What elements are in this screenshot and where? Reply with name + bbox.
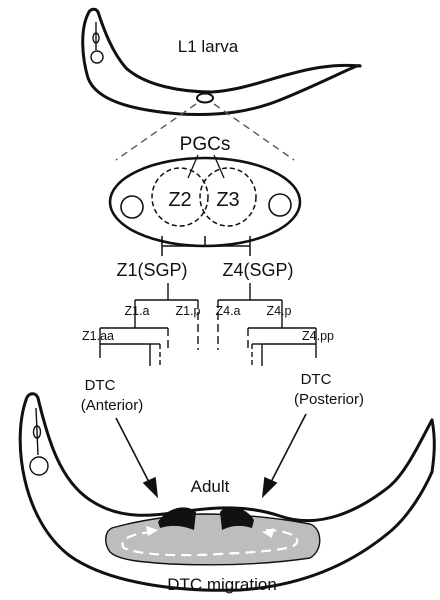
z1-lineage-lines — [100, 283, 198, 366]
z4-lineage-lines — [218, 283, 316, 366]
larva-gonad-primordium — [197, 94, 213, 103]
larva-head — [88, 9, 98, 14]
adult-pharynx — [30, 408, 48, 475]
larva-tail — [352, 66, 360, 68]
anterior-arrowhead — [144, 478, 157, 496]
dtc-posterior-label-line1: DTC — [301, 371, 332, 388]
dtc-posterior-label-line2: (Posterior) — [294, 391, 364, 408]
z3-label: Z3 — [216, 189, 239, 211]
z1aa-label: Z1.aa — [82, 329, 114, 343]
z4p-label: Z4.p — [266, 304, 291, 318]
dtc-migration-label: DTC migration — [167, 575, 277, 594]
larva-pharynx — [91, 22, 103, 63]
z4pp-label: Z4.pp — [302, 329, 334, 343]
dtc-anterior-label-line1: DTC — [85, 377, 116, 394]
l1-larva-worm — [83, 9, 360, 114]
z1a-label: Z1.a — [124, 304, 149, 318]
z2-label: Z2 — [168, 189, 191, 211]
pgcs-label: PGCs — [180, 134, 231, 155]
z1-nucleus — [121, 196, 143, 218]
z4-sgp-label: Z4(SGP) — [222, 260, 293, 280]
z1p-label: Z1.p — [175, 304, 200, 318]
lineage-top-bracket — [162, 236, 250, 256]
adult-tail — [432, 420, 434, 472]
dtc-anterior-label-line2: (Anterior) — [81, 397, 144, 414]
adult-gonad — [106, 514, 320, 565]
adult-inner-outline — [38, 398, 432, 521]
posterior-arrowhead — [263, 478, 276, 496]
z1-sgp-label: Z1(SGP) — [116, 260, 187, 280]
z4a-label: Z4.a — [215, 304, 240, 318]
z4-nucleus — [269, 194, 291, 216]
gonad-primordium-outline — [110, 158, 300, 246]
adult-label: Adult — [191, 477, 230, 496]
l1-larva-label: L1 larva — [178, 37, 239, 56]
adult-head — [26, 394, 38, 400]
